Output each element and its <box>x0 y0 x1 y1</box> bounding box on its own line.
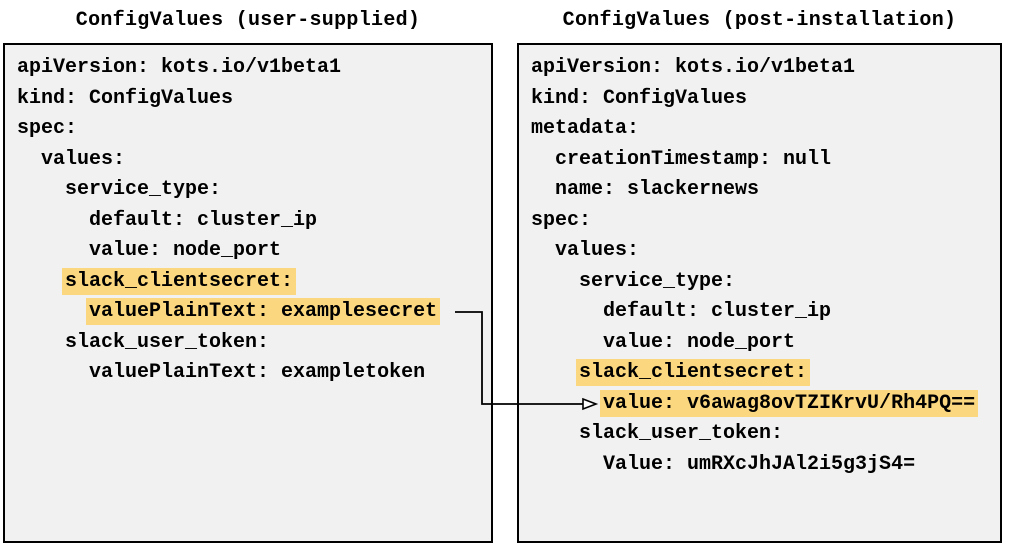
user-supplied-config-code: apiVersion: kots.io/v1beta1 kind: ConfigV… <box>5 45 491 389</box>
code-line: kind: ConfigValues <box>531 84 1000 115</box>
code-text: Value: umRXcJhJAl2i5g3jS4= <box>603 452 916 476</box>
code-line: apiVersion: kots.io/v1beta1 <box>531 53 1000 84</box>
indent <box>17 209 89 232</box>
code-text: creationTimestamp: null <box>555 147 832 171</box>
highlighted-code-text: slack_clientsecret: <box>576 359 811 386</box>
indent <box>531 453 603 476</box>
code-line: default: cluster_ip <box>531 297 1000 328</box>
highlighted-code-text: valuePlainText: examplesecret <box>86 298 441 325</box>
code-line: valuePlainText: exampletoken <box>17 358 491 389</box>
code-text: valuePlainText: exampletoken <box>89 361 426 384</box>
code-text: value: node_port <box>89 239 282 262</box>
code-line: service_type: <box>531 267 1000 298</box>
indent <box>531 148 555 171</box>
indent <box>17 178 65 201</box>
code-text: apiVersion: kots.io/v1beta1 <box>531 56 856 79</box>
code-text: slack_user_token: <box>579 422 784 445</box>
indent <box>17 239 89 262</box>
code-text: spec: <box>531 208 592 232</box>
code-text: metadata: <box>531 117 640 140</box>
code-line: kind: ConfigValues <box>17 84 491 115</box>
code-line: slack_user_token: <box>17 328 491 359</box>
code-line: values: <box>531 236 1000 267</box>
indent <box>17 148 41 171</box>
code-line: slack_clientsecret: <box>17 267 491 298</box>
code-line: apiVersion: kots.io/v1beta1 <box>17 53 491 84</box>
indent <box>531 392 603 415</box>
indent <box>17 270 65 293</box>
code-line: value: node_port <box>531 328 1000 359</box>
code-text: apiVersion: kots.io/v1beta1 <box>17 56 342 79</box>
post-installation-config-panel: apiVersion: kots.io/v1beta1 kind: ConfigV… <box>517 43 1002 543</box>
code-text: kind: ConfigValues <box>17 86 234 110</box>
right-panel-title: ConfigValues (post-installation) <box>562 9 957 32</box>
code-line: name: slackernews <box>531 175 1000 206</box>
indent <box>531 331 603 354</box>
code-text: values: <box>555 239 640 262</box>
code-text: service_type: <box>579 269 736 293</box>
code-line: values: <box>17 145 491 176</box>
code-line: spec: <box>17 114 491 145</box>
code-text: value: node_port <box>603 330 796 354</box>
indent <box>531 422 579 445</box>
highlighted-code-text: slack_clientsecret: <box>62 267 297 295</box>
indent <box>17 331 65 354</box>
indent <box>17 300 89 323</box>
code-text: service_type: <box>65 178 222 201</box>
code-text: values: <box>41 147 126 171</box>
code-text: default: cluster_ip <box>89 208 318 232</box>
code-line: value: v6awag8ovTZIKrvU/Rh4PQ== <box>531 389 1000 420</box>
indent <box>531 178 555 201</box>
highlighted-code-text: value: v6awag8ovTZIKrvU/Rh4PQ== <box>600 389 979 417</box>
code-line: spec: <box>531 206 1000 237</box>
indent <box>17 361 89 384</box>
code-text: kind: ConfigValues <box>531 86 748 110</box>
indent <box>531 239 555 262</box>
code-text: name: slackernews <box>555 178 760 201</box>
code-line: slack_clientsecret: <box>531 358 1000 389</box>
left-panel-title: ConfigValues (user-supplied) <box>75 9 421 32</box>
code-text: default: cluster_ip <box>603 300 832 323</box>
code-line: default: cluster_ip <box>17 206 491 237</box>
post-installation-config-code: apiVersion: kots.io/v1beta1 kind: ConfigV… <box>519 45 1000 480</box>
indent <box>531 361 579 384</box>
code-line: service_type: <box>17 175 491 206</box>
code-text: spec: <box>17 117 78 140</box>
indent <box>531 270 579 293</box>
code-line: value: node_port <box>17 236 491 267</box>
code-line: Value: umRXcJhJAl2i5g3jS4= <box>531 450 1000 481</box>
code-line: slack_user_token: <box>531 419 1000 450</box>
code-line: metadata: <box>531 114 1000 145</box>
code-line: valuePlainText: examplesecret <box>17 297 491 328</box>
code-line: creationTimestamp: null <box>531 145 1000 176</box>
user-supplied-config-panel: apiVersion: kots.io/v1beta1 kind: ConfigV… <box>3 43 493 543</box>
code-text: slack_user_token: <box>65 330 270 354</box>
indent <box>531 300 603 323</box>
